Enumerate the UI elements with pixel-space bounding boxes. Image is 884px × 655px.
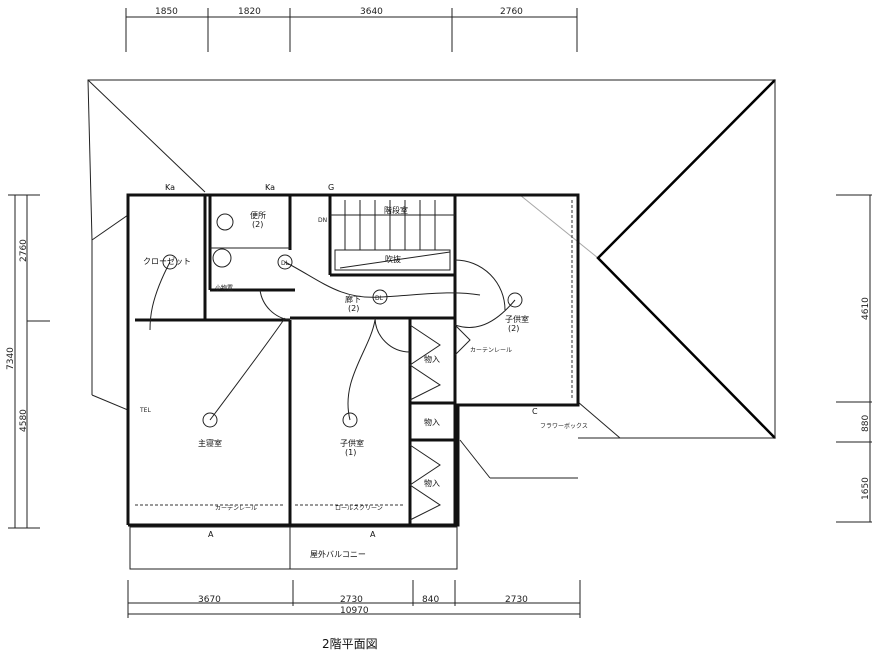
right-dimensions: 4610 880 1650 bbox=[836, 194, 872, 523]
child-room-1-number: (1) bbox=[345, 448, 356, 457]
window-a-mark-2: A bbox=[370, 530, 376, 539]
closet-label: クローゼット bbox=[143, 256, 191, 266]
ceiling-light-icon bbox=[162, 254, 178, 270]
ceiling-light-icon bbox=[342, 412, 358, 428]
downlight-mark-2: DL bbox=[375, 295, 384, 302]
ka-mark-1: Ka bbox=[165, 183, 175, 192]
plan-marks: DN DL DL Ka Ka G A A C TEL カーテンレール ロールスク… bbox=[139, 183, 538, 539]
roof-outline bbox=[87, 79, 777, 479]
dim-top-1: 1850 bbox=[155, 7, 178, 17]
roll-screen-label: ロールスクリーン bbox=[335, 505, 383, 512]
downlight-icon bbox=[372, 289, 388, 305]
ceiling-light-icon bbox=[202, 412, 218, 428]
storage-label-3: 物入 bbox=[424, 478, 440, 488]
folding-doors bbox=[259, 259, 506, 521]
balcony-label: 屋外バルコニー bbox=[310, 549, 366, 559]
storage-label-1: 物入 bbox=[424, 354, 440, 364]
dim-left-2: 4580 bbox=[19, 409, 29, 432]
downlight-icon bbox=[277, 254, 293, 270]
left-dimensions: 7340 2760 4580 bbox=[6, 194, 50, 529]
g-mark: G bbox=[328, 183, 334, 192]
dim-right-2: 880 bbox=[861, 415, 871, 432]
dim-top-4: 2760 bbox=[500, 7, 523, 17]
curtain-rail-label-2: カーテンレール bbox=[470, 347, 512, 354]
balcony bbox=[129, 526, 458, 570]
dim-bottom-2: 2730 bbox=[340, 595, 363, 605]
child-room-2-label: 子供室 bbox=[505, 314, 529, 324]
window-a-mark-1: A bbox=[208, 530, 214, 539]
dim-bottom-total: 10970 bbox=[340, 606, 369, 616]
master-bedroom-label: 主寝室 bbox=[198, 438, 222, 448]
dim-bottom-4: 2730 bbox=[505, 595, 528, 605]
hallway-label: 廊下 bbox=[345, 294, 361, 304]
dim-left-total: 7340 bbox=[6, 347, 16, 370]
electrical-wiring bbox=[135, 200, 573, 506]
light-fixtures bbox=[162, 213, 523, 428]
washbasin-icon bbox=[212, 248, 232, 268]
interior-walls bbox=[135, 195, 457, 525]
bottom-dimensions: 3670 2730 840 2730 10970 bbox=[127, 580, 581, 618]
dim-right-1: 4610 bbox=[861, 297, 871, 320]
toilet-number: (2) bbox=[252, 220, 263, 229]
drawing-title: 2階平面図 bbox=[322, 636, 378, 651]
stairs bbox=[330, 200, 455, 271]
exterior-walls bbox=[126, 193, 580, 527]
dim-top-3: 3640 bbox=[360, 7, 383, 17]
toilet-icon bbox=[216, 213, 234, 231]
child-room-1-label: 子供室 bbox=[340, 438, 364, 448]
child-room-2-number: (2) bbox=[508, 324, 519, 333]
stairs-down-mark: DN bbox=[318, 217, 327, 224]
void-label: 吹抜 bbox=[385, 254, 401, 264]
flower-box-label: フラワーボックス bbox=[540, 422, 588, 430]
storage-label-2: 物入 bbox=[424, 417, 440, 427]
dim-right-3: 1650 bbox=[861, 477, 871, 500]
ka-mark-2: Ka bbox=[265, 183, 275, 192]
downlight-mark-1: DL bbox=[281, 260, 290, 267]
dim-left-1: 2760 bbox=[19, 239, 29, 262]
room-labels: クローゼット 主寝室 子供室 (1) 子供室 (2) 廊下 (2) 階段室 便所… bbox=[143, 205, 588, 559]
small-storage-label: 小物置 bbox=[215, 284, 233, 292]
window-c-mark: C bbox=[532, 407, 538, 416]
dim-top-2: 1820 bbox=[238, 7, 261, 17]
top-dimensions: 1850 1820 3640 2760 bbox=[125, 7, 578, 52]
hallway-number: (2) bbox=[348, 304, 359, 313]
toilet-label: 便所 bbox=[250, 210, 266, 220]
ceiling-light-icon bbox=[507, 292, 523, 308]
curtain-rail-label-1: カーテンレール bbox=[215, 505, 257, 512]
stairwell-label: 階段室 bbox=[384, 205, 408, 215]
dim-bottom-1: 3670 bbox=[198, 595, 221, 605]
dim-bottom-3: 840 bbox=[422, 595, 439, 605]
tel-mark: TEL bbox=[139, 407, 151, 414]
